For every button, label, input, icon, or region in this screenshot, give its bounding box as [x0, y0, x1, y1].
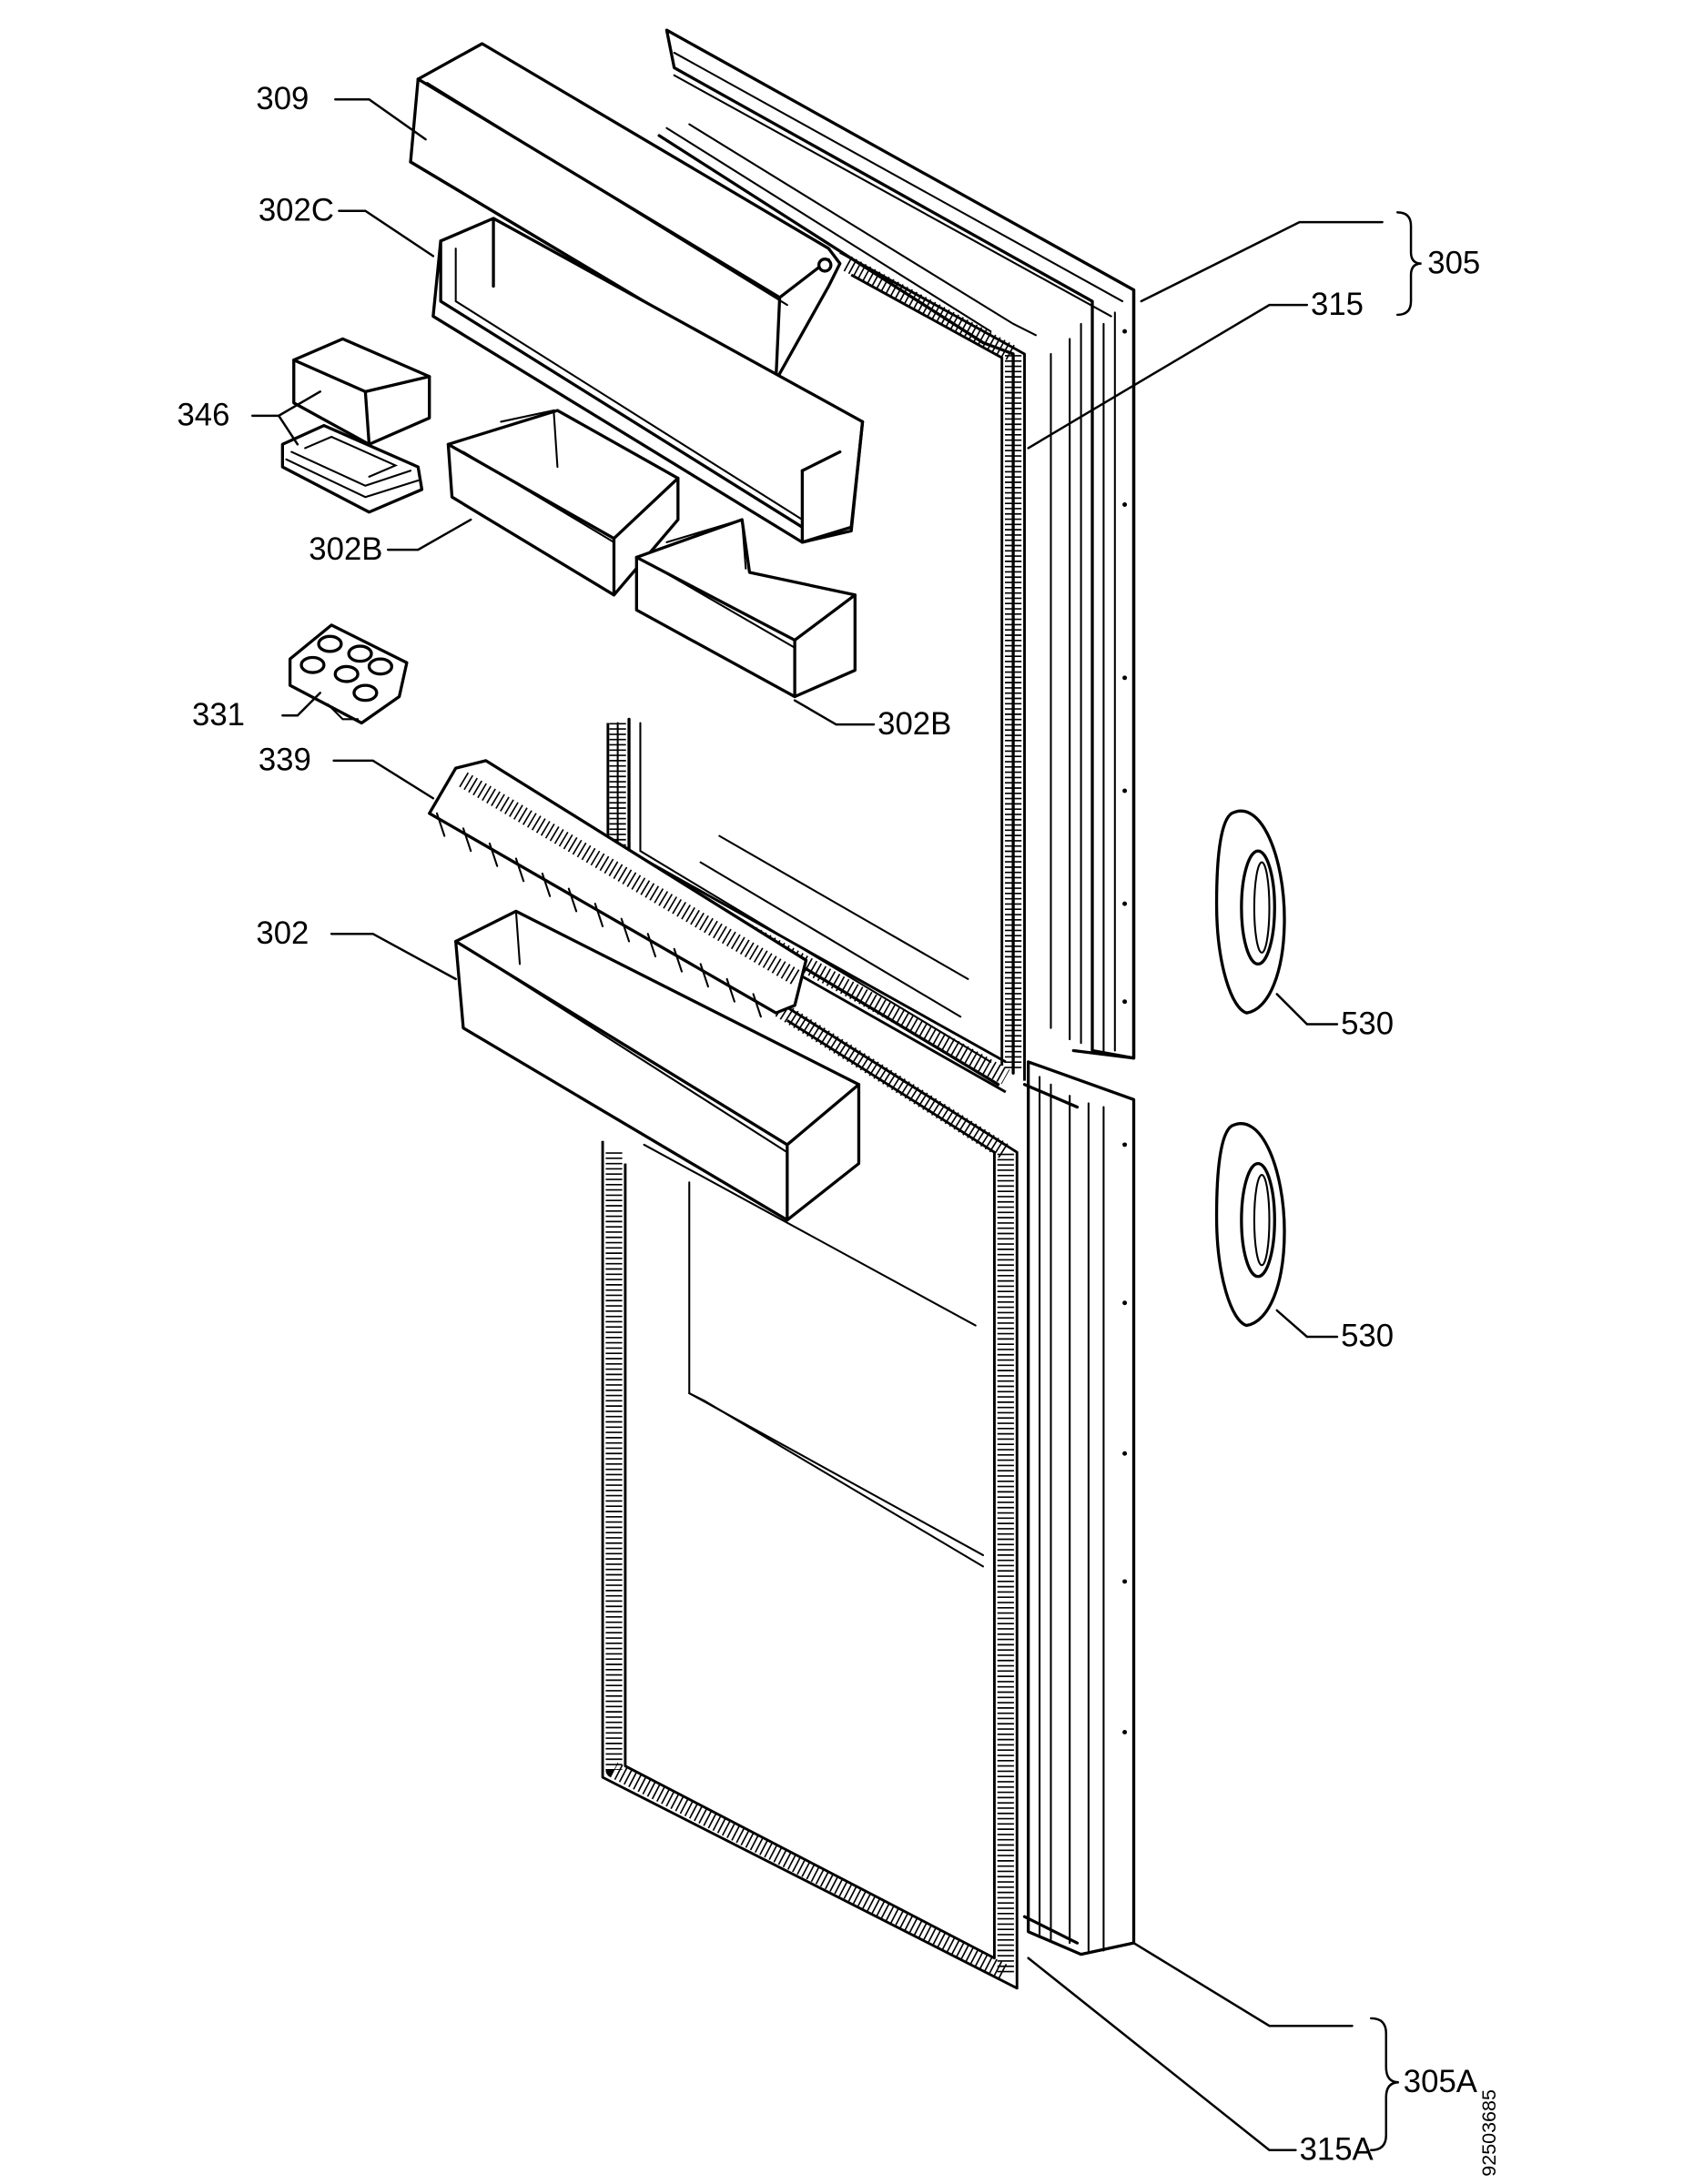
- label-302c: 302C: [259, 193, 334, 228]
- label-305a: 305A: [1404, 2065, 1478, 2099]
- label-302b-right: 302B: [877, 707, 951, 742]
- brace-305: [1395, 211, 1422, 317]
- label-346: 346: [177, 399, 229, 433]
- label-530-top: 530: [1341, 1006, 1394, 1041]
- leader-lines: [251, 98, 1384, 2151]
- brace-305a: [1369, 2017, 1399, 2151]
- part-339-bottle-retainer: [428, 759, 808, 1018]
- part-346-ice-box: [280, 337, 431, 514]
- label-331: 331: [192, 698, 245, 733]
- lower-door-frame: [1022, 1060, 1136, 1956]
- label-305: 305: [1427, 246, 1480, 280]
- label-302: 302: [256, 916, 309, 951]
- part-530-top-door-stop: [1214, 809, 1286, 1015]
- label-315a: 315A: [1300, 2133, 1374, 2168]
- part-309-dairy-cover: [409, 42, 842, 382]
- label-530-bottom: 530: [1341, 1320, 1394, 1354]
- part-302c-butter-shelf: [431, 217, 865, 544]
- label-315: 315: [1311, 288, 1364, 322]
- part-331-egg-tray: [288, 623, 409, 725]
- part-530-bottom-door-stop: [1214, 1122, 1286, 1328]
- part-302b-left-shelf: [446, 409, 680, 597]
- label-339: 339: [259, 743, 311, 778]
- part-302-bottle-shelf: [454, 909, 861, 1222]
- label-309: 309: [256, 82, 309, 116]
- lower-door-gasket: [601, 996, 1019, 1990]
- drawing-number: 92503685: [1478, 2089, 1500, 2177]
- label-302b-left: 302B: [309, 532, 382, 567]
- part-302b-right-shelf: [634, 518, 857, 699]
- upper-door-frame: [664, 28, 1136, 1060]
